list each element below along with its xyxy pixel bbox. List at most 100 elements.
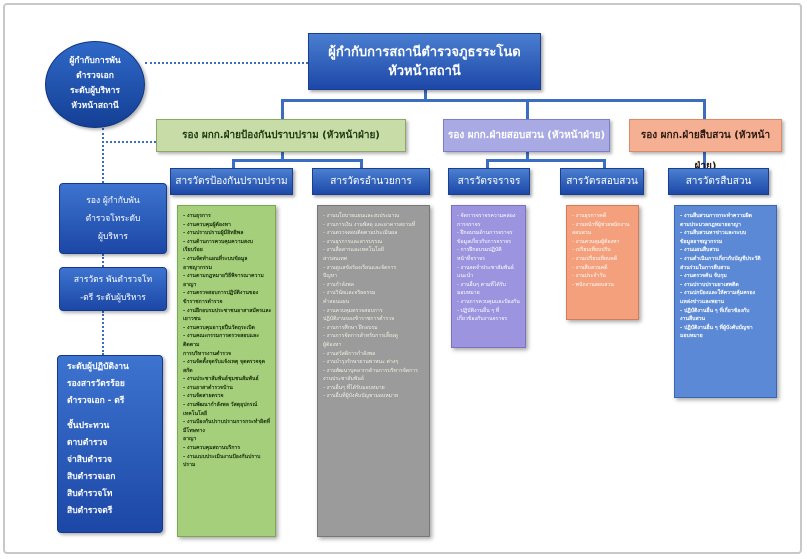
duty-item: สารสนเทศ [323, 255, 348, 262]
connector [603, 159, 606, 168]
rank-line: -ตรี ระดับผู้บริหาร [80, 293, 146, 303]
duty-item: - งานการศึกษา ฝึกอบรม [323, 324, 378, 331]
duty-item: - ปฏิบัติงานอื่น ๆ ที่ [457, 307, 500, 314]
rank-box-operational: ระดับผู้ปฏิบัติงาน รองสารวัตรร้อย ตำรวจเ… [57, 355, 163, 533]
section-administration: สารวัตรอำนวยการ [312, 168, 430, 195]
dotted-connector [102, 141, 156, 143]
duty-item: คำสอนแผน [323, 298, 350, 305]
duty-item: ข้อมูลอาชญากรรม [680, 238, 723, 245]
duty-item: เทคโนโลยี [183, 410, 207, 417]
rank-line: สิบตำรวจตรี [67, 506, 113, 516]
duty-item: - งานจัดทำแผนที่ระบบข้อมูลอาชญากรรม [183, 255, 248, 271]
duty-item: การจราจร [457, 221, 481, 228]
duty-item: หน้าที่จราจร [457, 255, 485, 262]
duty-item: ส่วนร่วมในการสืบสวน [680, 264, 730, 271]
duty-item: - งานการเงิน งานพัสดุ และอาคารสถานที่ [323, 221, 416, 228]
prevention-duties-panel: - งานธุรการ - งานควบคุมผู้ต้องหา - งานปราบ… [177, 205, 276, 537]
detective-duties-panel: - งานสืบสวนการกระทำความผิดตามประมวลกฎหมา… [674, 205, 777, 398]
connector [703, 152, 706, 168]
duty-item: - งานประจำวัน [572, 273, 606, 280]
duty-item: - งานธุรการ [183, 213, 211, 219]
duty-item: - งานการจัดการสำหรับการเลี้ยงดู [323, 333, 398, 340]
duty-item: ผู้ต้องหา [323, 341, 342, 348]
duty-item: - งานประชาสัมพันธ์ชุมชนสัมพันธ์ [183, 376, 259, 383]
duty-item: - การฝึกอบรมปฏิบัติ [457, 247, 502, 254]
duty-item: ข้อมูลเกี่ยวกับการจราจร [457, 238, 511, 245]
rank-line: ระดับผู้บริหาร [70, 86, 120, 96]
rank-line: จ่าสิบตำรวจ [67, 455, 112, 465]
traffic-duties-panel: - จัดการจราจรความคล่องการจราจร- ฝึกอบรมด… [451, 205, 526, 348]
connector [281, 99, 705, 102]
duty-item: - งานควบคุมผู้ต้องหา [572, 238, 620, 245]
duty-item: - งานอื่นๆ ที่ได้รับมอบหมาย [323, 384, 385, 391]
duty-item: งานประชาสัมพันธ์ [323, 376, 365, 383]
page-frame [3, 3, 802, 554]
duty-item: - งานปราบปรามผู้มีอิทธิพล [183, 230, 244, 237]
dotted-connector [102, 128, 104, 183]
dotted-connector [145, 62, 308, 64]
connector [232, 159, 235, 168]
duty-item: - งานแบบประเมินงานป้องกันปราบปราม [183, 453, 261, 469]
duty-item: - งานหน้าที่ผู้ช่วยพนักงาน [572, 221, 630, 228]
duty-item: แหล่งข่าวและพยาน [680, 298, 725, 305]
duty-item: - งานดูแลข้อร้องเรียนและจัดการ [323, 264, 397, 271]
duty-item: - งานคณะกรรมการตรวจสอบและติดตาม [183, 333, 259, 348]
duty-item: - งานบำรุงรักษายานพาหนะ ต่างๆ [323, 359, 399, 366]
rank-line: ดาบตำรวจ [67, 438, 108, 448]
duty-item: - งานอื่นที่ผู้บังคับบัญชามอบหมาย [323, 393, 398, 400]
duty-item: เกี่ยวข้องกับงานจราจร [457, 316, 508, 323]
deputy-prevention: รอง ผกก.ฝ่ายป้องกันปราบปราม (หัวหน้าฝ่าย… [156, 119, 406, 152]
connector [486, 159, 606, 162]
duty-item: - งานสืบสวนการกระทำความผิด [680, 213, 753, 219]
rank-line: สิบตำรวจโท [67, 489, 113, 499]
connector [526, 99, 529, 119]
rank-line: ผู้กำกับการพัน [69, 56, 121, 66]
duty-item: - งานธุรการคดี [572, 213, 607, 219]
duty-item: - งานควบคุมสถานบริการ [183, 445, 241, 452]
deputy-detective: รอง ผกก.ฝ่ายสืบสวน (หัวหน้าฝ่าย) [629, 119, 782, 172]
duty-item: - งานตรวจค้น จับกุม [680, 273, 727, 280]
duty-item: - ปฏิบัติงานอื่น ๆ ที่เกี่ยวข้องกับ [680, 307, 750, 314]
chief-title: ผู้กำกับการสถานีตำรวจภูธรระโนด [328, 45, 521, 60]
duty-item: - ปฏิบัติงานอื่น ๆ ที่ผู้บังคับบัญชา [680, 324, 753, 331]
rank-line: สารวัตร พันตำรวจโท [73, 275, 153, 285]
duty-item: ข้าราชการตำรวจ [183, 298, 223, 305]
duty-item: ตามประมวลกฎหมายอาญา [680, 221, 741, 228]
duty-item: - งานด้านการควบคุมความสงบเรียบร้อย [183, 238, 253, 254]
deputy-investigation: รอง ผกก.ฝ่ายสอบสวน (หัวหน้าฝ่าย) [443, 119, 610, 152]
duty-item: - งานควบคุมผู้ต้องหา [183, 221, 231, 228]
duty-item: - ฝึกอบรมด้านการจราจร [457, 230, 513, 237]
duty-item: - งานปราบปรามยาเสพติด [680, 281, 739, 288]
duty-item: - งานกำลังพล [323, 281, 354, 288]
administration-duties-panel: - งานนโยบายแผนและงบประมาณ - งานการเงิน งา… [317, 205, 430, 537]
rank-line: ตำรวจโทระดับ [85, 214, 141, 224]
duty-item: การบริหารงานตำรวจ [183, 350, 232, 357]
rank-line: หัวหน้าสถานี [71, 101, 119, 111]
duty-item: เยาวชน [183, 316, 201, 323]
duty-item: - เปรียบเทียบปรับ [572, 247, 611, 254]
duty-item: มอบหมาย [457, 290, 480, 297]
duty-item: - งานตามกฎหมายวิธีพิจารณาความอาญา [183, 273, 264, 288]
duty-item: - งานนโยบายแผนและงบประมาณ [323, 213, 400, 219]
duty-item: - งานจดจำประชาสัมพันธ์ [457, 264, 514, 271]
station-chief-box: ผู้กำกับการสถานีตำรวจภูธรระโนด หัวหน้าสถ… [308, 33, 541, 90]
duty-item: - งานตรวจสอบติดตามประเมินผล [323, 230, 398, 237]
connector [232, 159, 362, 162]
duty-item: - พนักงานสอบสวน [572, 281, 614, 288]
duty-item: มอบหมาย [680, 333, 703, 340]
rank-line: รองสารวัตรร้อย [67, 379, 125, 389]
duty-item: - งานแผนสืบสวน [680, 247, 719, 254]
duty-item: - งานควบคุมอาวุธปืนวัตถุระเบิด [183, 324, 255, 331]
duty-item: - งานสวัสดิการกำลังพล [323, 350, 376, 357]
duty-item: - งานพัฒนาบุคลากรด้านการบริหารจัดการ [323, 367, 418, 374]
section-detective: สารวัตรสืบสวน [668, 168, 769, 195]
duty-item: - งานควบคุมตรวจสอบการ [323, 307, 383, 314]
duty-item: งานสืบสวน [680, 316, 706, 323]
rank-box-inspector: สารวัตร พันตำรวจโท -ตรี ระดับผู้บริหาร [59, 267, 167, 311]
duty-item: - งานป้องกันปราบปรามการกระทำผิดที่มีโทษท… [183, 419, 270, 434]
rank-oval-chief: ผู้กำกับการพัน ตำรวจเอก ระดับผู้บริหาร ห… [45, 41, 145, 128]
dotted-connector [102, 254, 104, 267]
rank-line: ชั้นประทวน [67, 421, 110, 431]
rank-line: สิบตำรวจเอก [67, 472, 116, 482]
connector [281, 99, 284, 119]
